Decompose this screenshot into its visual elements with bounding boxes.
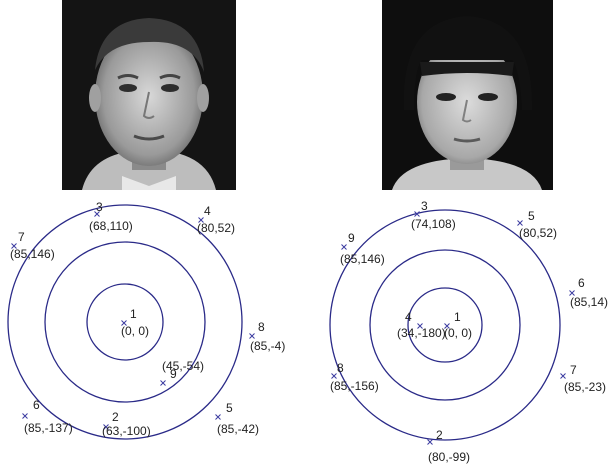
right-landmark-3: 3 (74,108) [411,199,456,231]
point-number: 1 [454,310,461,324]
left-landmark-1: 1 (0, 0) [121,307,149,338]
point-coordinate: (85,-23) [564,380,606,394]
right-landmark-7: 7 (85,-23) [560,363,606,394]
point-marker-icon [160,380,166,386]
right-landmark-1: 1 (0, 0) [444,310,472,340]
point-coordinate: (80,-99) [428,450,470,464]
male-face-photo [62,0,236,190]
right-landmark-4: 4 (34,-180) [397,310,446,340]
point-marker-icon [249,333,255,339]
point-coordinate: (80,52) [519,226,557,240]
point-coordinate: (85,14) [570,295,608,309]
left-landmark-5: 5 (85,-42) [215,401,259,436]
point-marker-icon [444,323,450,329]
right-point-markers: 1 (0, 0) 2 (80,-99) 3 (74,108) 4 (34,-180) 5 (80,… [330,199,608,464]
point-number: 6 [578,276,585,290]
point-coordinate: (85,-4) [250,339,285,353]
point-marker-icon [331,373,337,379]
point-coordinate: (85,-156) [330,379,379,393]
point-coordinate: (85,146) [10,247,55,261]
left-landmark-9: 9(45,-54) [160,359,204,386]
point-number: 8 [258,320,265,334]
point-number: 2 [436,428,443,442]
right-inner-ring [407,287,483,363]
point-marker-icon [94,211,100,217]
left-landmark-8: 8 (85,-4) [249,320,285,353]
point-number: 3 [421,199,428,213]
point-number: 9 [170,367,177,381]
point-marker-icon [560,373,566,379]
right-outer-ring [329,209,561,441]
left-ring-diagram [7,204,243,440]
point-marker-icon [11,243,17,249]
point-number: 5 [226,401,233,415]
right-landmark-8: 8 (85,-156) [330,361,379,393]
point-number: 4 [405,310,412,324]
point-number: 7 [18,230,25,244]
point-marker-icon [341,244,347,250]
point-number: 2 [112,410,119,424]
left-inner-ring [86,283,164,361]
point-number: 8 [337,361,344,375]
left-landmark-7: 7 (85,146) [10,230,55,261]
right-ring-diagram [329,209,561,441]
point-marker-icon [121,320,127,326]
point-marker-icon [414,211,420,217]
point-coordinate: (85,-137) [24,421,73,435]
point-coordinate: (0, 0) [121,324,149,338]
point-marker-icon [215,414,221,420]
right-landmark-6: 6 (85,14) [569,276,608,309]
point-number: 5 [528,209,535,223]
point-number: 1 [130,307,137,321]
point-marker-icon [22,413,28,419]
left-middle-ring [44,241,206,403]
point-coordinate: (68,110) [89,219,133,233]
right-landmark-5: 5 (80,52) [517,209,557,240]
point-number: 9 [348,231,355,245]
left-landmark-6: 6 (85,-137) [22,398,73,435]
right-landmark-2: 2 (80,-99) [427,428,470,464]
left-landmark-3: 3 (68,110) [89,200,133,233]
point-number: 4 [204,204,211,218]
left-landmark-4: 4 (80,52) [197,204,235,235]
left-landmark-2: 2(63,-100) [102,410,151,438]
point-number: 7 [570,363,577,377]
right-middle-ring [369,249,521,401]
point-coordinate: (63,-100) [102,424,151,438]
point-coordinate: (34,-180) [397,326,446,340]
point-number: 3 [96,200,103,214]
point-marker-icon [517,220,523,226]
left-point-markers: 1 (0, 0) 2(63,-100) 3 (68,110) 4 (80,52) 5 (85,-… [10,200,285,438]
point-coordinate: (80,52) [197,221,235,235]
point-marker-icon [417,323,423,329]
point-coordinate: (0, 0) [444,326,472,340]
point-marker-icon [198,217,204,223]
female-face-photo [382,0,553,190]
landmark-ring-diagram: 1(0, 0)2(63,-100)3(68,110)4(80,52)5(85,-… [7,199,608,464]
point-coordinate: (85,-42) [217,422,259,436]
point-marker-icon [103,424,109,430]
point-coordinate: (45,-54) [162,359,204,373]
point-marker-icon [427,439,433,445]
left-outer-ring [7,204,243,440]
point-number: 6 [33,398,40,412]
point-coordinate: (74,108) [411,217,456,231]
point-coordinate: (85,146) [340,252,385,266]
point-marker-icon [569,290,575,296]
right-landmark-9: 9 (85,146) [340,231,385,266]
